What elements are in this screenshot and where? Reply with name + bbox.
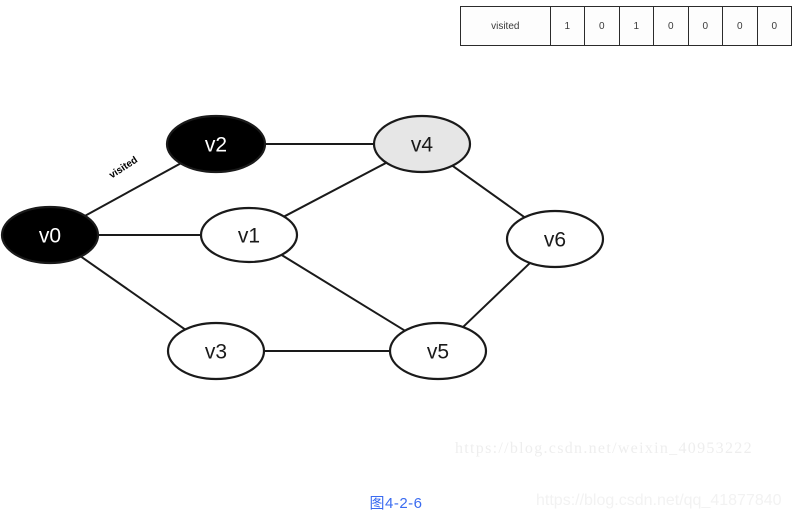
graph-node-v1[interactable]: v1 [199, 206, 299, 264]
visited-cell-0: 1 [549, 6, 586, 46]
node-label-v0: v0 [39, 225, 61, 248]
graph-edge-v1-v4 [283, 161, 387, 218]
graph-edge-v1-v5 [280, 254, 406, 332]
node-label-v6: v6 [544, 229, 566, 252]
table-row: visited 1 0 1 0 0 0 0 [460, 6, 792, 46]
graph-node-v6[interactable]: v6 [505, 209, 605, 269]
visited-array-label: visited [460, 6, 551, 46]
figure-caption: 图4-2-6 [369, 495, 423, 512]
visited-cell-4: 0 [687, 6, 724, 46]
node-ellipse-v2 [165, 114, 267, 174]
graph-edge-v0-v3 [80, 255, 186, 331]
visited-cell-6: 0 [756, 6, 792, 46]
edge-label-v0-v2: visited [107, 155, 140, 181]
node-label-v1: v1 [238, 225, 260, 248]
graph-edge-v0-v2 [84, 162, 182, 217]
node-ellipse-v3 [166, 321, 266, 381]
edge-layer [80, 143, 531, 352]
graph-edge-v5-v6 [462, 262, 531, 328]
visited-cell-2: 1 [618, 6, 655, 46]
node-ellipse-v1 [199, 206, 299, 264]
visited-cell-3: 0 [653, 6, 689, 46]
node-label-v2: v2 [205, 134, 227, 157]
graph-diagram: v0 v1 v2 v3 v4 v5 v6 visited [0, 114, 605, 381]
node-layer: v0 v1 v2 v3 v4 v5 v6 [0, 114, 605, 381]
node-label-v4: v4 [411, 134, 434, 157]
graph-node-v3[interactable]: v3 [166, 321, 266, 381]
graph-node-v0[interactable]: v0 [0, 205, 100, 265]
graph-node-v4[interactable]: v4 [372, 114, 472, 174]
node-label-v5: v5 [427, 341, 449, 364]
graph-edge-v4-v6 [451, 164, 526, 219]
graph-node-v5[interactable]: v5 [388, 321, 488, 381]
node-label-v3: v3 [205, 341, 227, 364]
node-ellipse-v5 [388, 321, 488, 381]
visited-array-table: visited 1 0 1 0 0 0 0 [460, 6, 792, 46]
visited-cell-5: 0 [722, 6, 758, 46]
node-ellipse-v0 [0, 205, 100, 265]
graph-node-v2[interactable]: v2 [165, 114, 267, 174]
node-ellipse-v6 [505, 209, 605, 269]
visited-array-body: visited 1 0 1 0 0 0 0 [460, 6, 792, 46]
visited-cell-1: 0 [584, 6, 620, 46]
node-ellipse-v4 [372, 114, 472, 174]
edge-label-layer: visited [107, 155, 140, 181]
watermark-top: https://blog.csdn.net/weixin_40953222 [455, 440, 753, 457]
